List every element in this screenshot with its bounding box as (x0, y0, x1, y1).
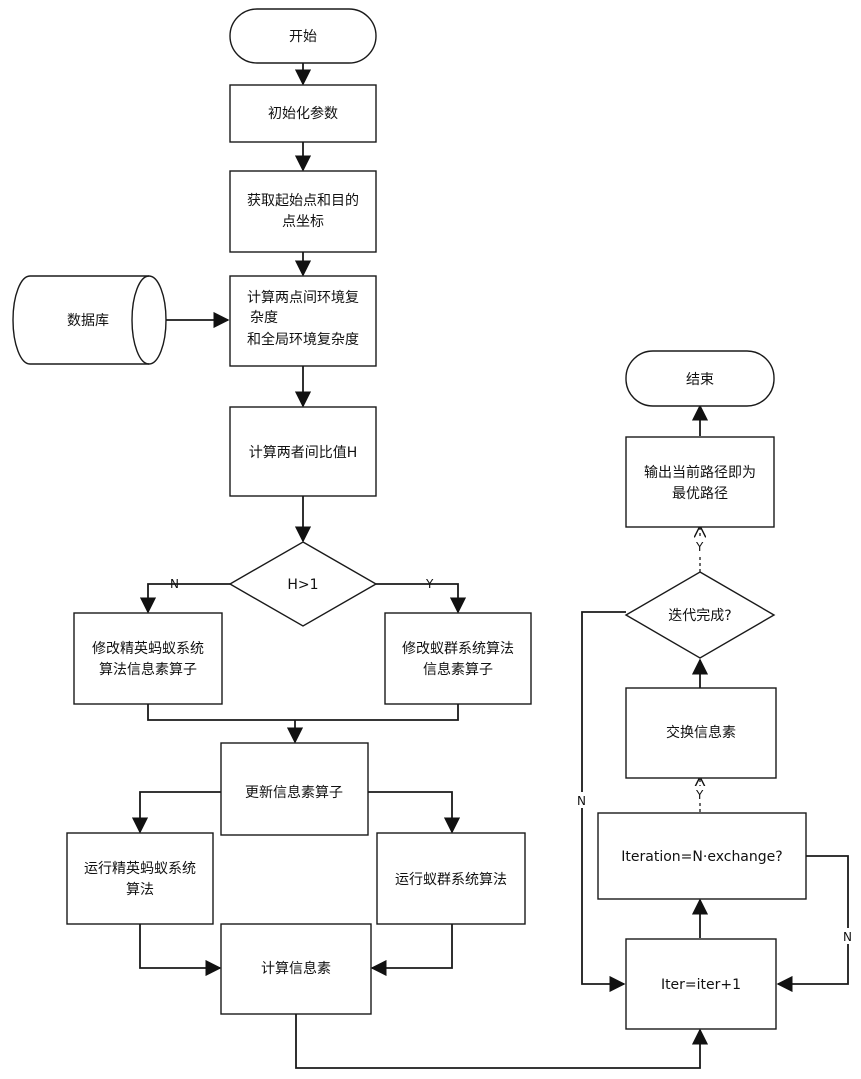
run-elite-box: 运行精英蚂蚁系统 算法 (67, 833, 213, 924)
label-h-no: N (170, 577, 179, 591)
iter-done-label: 迭代完成? (668, 608, 731, 624)
calc-complexity-label-1: 计算两点间环境复 (247, 289, 359, 306)
get-coords-label-1: 获取起始点和目的 (247, 193, 359, 209)
calc-pheromone-label: 计算信息素 (261, 960, 331, 977)
edge-run-acs-calc (372, 924, 452, 968)
modify-acs-label-1: 修改蚁群系统算法 (402, 641, 514, 657)
modify-acs-box: 修改蚁群系统算法 信息素算子 (385, 613, 531, 704)
edge-update-run-elite (140, 792, 221, 832)
run-acs-box: 运行蚁群系统算法 (377, 833, 525, 924)
modify-elite-box: 修改精英蚂蚁系统 算法信息素算子 (74, 613, 222, 704)
run-elite-label-1: 运行精英蚂蚁系统 (84, 860, 196, 877)
init-params-label: 初始化参数 (268, 105, 338, 122)
modify-acs-label-2: 信息素算子 (423, 661, 493, 678)
edge-run-elite-calc (140, 924, 220, 968)
calc-pheromone-box: 计算信息素 (221, 924, 371, 1014)
calc-ratio-box: 计算两者间比值H (230, 407, 376, 496)
exchange-label: 交换信息素 (666, 724, 736, 741)
label-exchange-yes: Y (695, 788, 704, 802)
output-label-1: 输出当前路径即为 (644, 464, 756, 481)
edge-update-run-acs (368, 792, 452, 832)
get-coords-label-2: 点坐标 (282, 214, 324, 230)
iteration-check-label: Iteration=N·exchange? (621, 849, 782, 865)
end-label: 结束 (686, 372, 714, 388)
decision-h-label: H>1 (287, 577, 318, 593)
decision-h-diamond: H>1 (230, 542, 376, 626)
iter-label: Iter=iter+1 (661, 977, 741, 993)
init-params-box: 初始化参数 (230, 85, 376, 142)
update-operator-label: 更新信息素算子 (245, 784, 343, 801)
exchange-box: 交换信息素 (626, 688, 776, 778)
iter-done-diamond: 迭代完成? (626, 572, 774, 658)
edge-merge-update (148, 704, 458, 720)
iter-box: Iter=iter+1 (626, 939, 776, 1029)
calc-complexity-box: 计算两点间环境复 杂度 和全局环境复杂度 (230, 276, 376, 366)
database-cylinder: 数据库 (13, 276, 166, 364)
end-terminal: 结束 (626, 351, 774, 406)
label-h-yes: Y (425, 577, 434, 591)
run-elite-label-2: 算法 (126, 882, 154, 898)
update-operator-box: 更新信息素算子 (221, 743, 368, 835)
calc-ratio-label: 计算两者间比值H (249, 445, 358, 461)
database-label: 数据库 (67, 313, 109, 329)
start-terminal: 开始 (230, 9, 376, 63)
start-label: 开始 (289, 29, 317, 45)
calc-complexity-label-3: 和全局环境复杂度 (247, 331, 359, 348)
edge-decision-no (148, 584, 230, 612)
get-coords-box: 获取起始点和目的 点坐标 (230, 171, 376, 252)
label-done-no: N (577, 794, 586, 808)
modify-elite-label-1: 修改精英蚂蚁系统 (92, 640, 204, 657)
label-exchange-no: N (843, 930, 852, 944)
edge-decision-yes (376, 584, 458, 612)
run-acs-label: 运行蚁群系统算法 (395, 872, 507, 888)
output-box: 输出当前路径即为 最优路径 (626, 437, 774, 527)
label-done-yes: Y (695, 540, 704, 554)
modify-elite-label-2: 算法信息素算子 (99, 661, 197, 678)
calc-complexity-label-2: 杂度 (250, 310, 278, 326)
iteration-check-box: Iteration=N·exchange? (598, 813, 806, 899)
output-label-2: 最优路径 (672, 486, 728, 502)
